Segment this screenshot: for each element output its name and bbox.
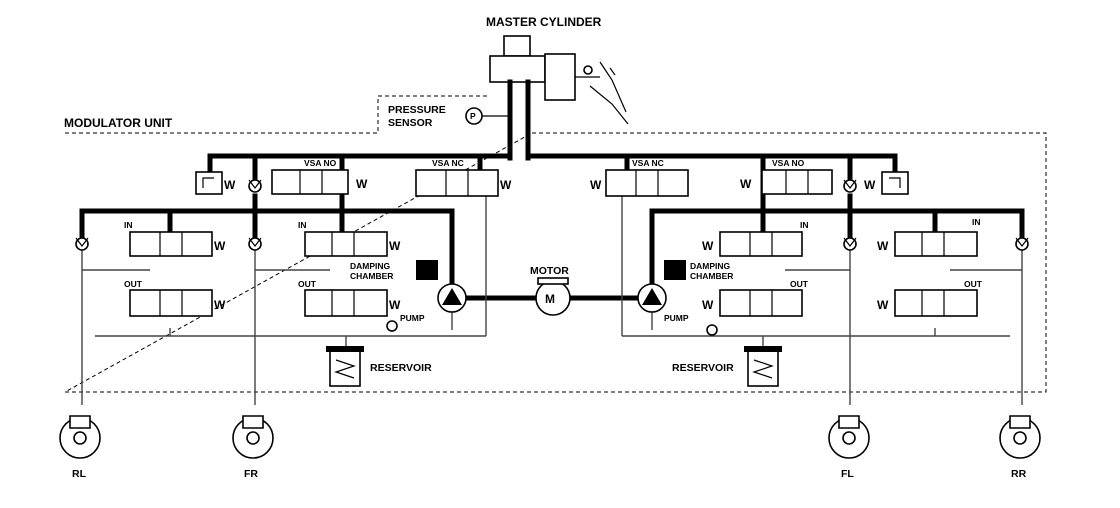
damping-chamber-left	[416, 260, 438, 280]
check-valves	[75, 179, 1029, 336]
valve-spring: W	[702, 239, 714, 253]
valve-right-in-1: W	[702, 231, 803, 257]
valve-spring: W	[877, 239, 889, 253]
reservoir-label-left: RESERVOIR	[370, 362, 432, 374]
reservoir-right	[744, 346, 782, 387]
pump-left	[437, 283, 467, 313]
chamber-label-left: CHAMBER	[350, 271, 393, 281]
wheel-label-fr: FR	[244, 468, 258, 480]
damping-label-right: DAMPING	[690, 261, 731, 271]
in-label-1: IN	[124, 220, 133, 230]
sensor-label: SENSOR	[388, 117, 433, 129]
valve-spring: W	[864, 178, 876, 192]
pressure-label: PRESSURE	[388, 104, 446, 116]
valve-left-in-1: W	[129, 231, 226, 257]
valve-spring: W	[389, 298, 401, 312]
wheel-label-rl: RL	[72, 468, 87, 480]
wheel-label-rr: RR	[1011, 468, 1027, 480]
pump-label-left: PUMP	[400, 313, 425, 323]
valve-spring: W	[500, 178, 512, 192]
valve-right-vsa-no: W	[740, 169, 833, 195]
motor	[535, 277, 571, 316]
valve-right-relief: W	[864, 171, 909, 195]
vsa-nc-label-left: VSA NC	[432, 158, 464, 168]
valve-right-out-2: W	[877, 289, 978, 317]
valve-left-in-2: W	[304, 231, 401, 257]
motor-symbol: M	[545, 292, 555, 306]
valve-spring: W	[702, 298, 714, 312]
reservoir-left	[326, 346, 364, 387]
in-label-4: IN	[972, 217, 981, 227]
wheel-label-fl: FL	[841, 468, 854, 480]
wheel-fl	[828, 415, 870, 459]
modulator-unit-outline	[63, 95, 1047, 393]
valve-left-vsa-no: W	[271, 169, 368, 195]
return-lines	[81, 196, 1023, 405]
wheel-fr	[232, 415, 274, 459]
damping-label-left: DAMPING	[350, 261, 391, 271]
vsa-nc-label-right: VSA NC	[632, 158, 664, 168]
in-label-3: IN	[800, 220, 809, 230]
valve-spring: W	[214, 239, 226, 253]
in-label-2: IN	[298, 220, 307, 230]
damping-chamber-right	[664, 260, 686, 280]
valve-left-relief: W	[195, 171, 236, 195]
valve-right-out-1: W	[702, 289, 803, 317]
valve-left-out-2: W	[304, 289, 401, 317]
valve-spring: W	[224, 178, 236, 192]
chamber-label-right: CHAMBER	[690, 271, 733, 281]
pump-right	[637, 283, 667, 313]
valve-spring: W	[740, 177, 752, 191]
wheel-rr	[999, 415, 1041, 459]
valve-spring: W	[877, 298, 889, 312]
out-label-1: OUT	[124, 279, 143, 289]
pressure-sensor: P	[465, 107, 510, 125]
valve-spring: W	[389, 239, 401, 253]
out-label-4: OUT	[964, 279, 983, 289]
motor-label: MOTOR	[530, 265, 569, 277]
vsa-no-label-left: VSA NO	[304, 158, 337, 168]
out-label-3: OUT	[790, 279, 809, 289]
reservoir-label-right: RESERVOIR	[672, 362, 734, 374]
valve-left-out-1: W	[129, 289, 226, 317]
wheel-rl	[59, 415, 101, 459]
valve-spring: W	[214, 298, 226, 312]
valve-spring: W	[356, 177, 368, 191]
valve-right-in-2: W	[877, 231, 978, 257]
pump-label-right: PUMP	[664, 313, 689, 323]
valve-spring: W	[590, 178, 602, 192]
master-cylinder	[489, 35, 629, 125]
master-cylinder-label: MASTER CYLINDER	[486, 15, 602, 29]
pressure-sensor-symbol: P	[470, 111, 476, 121]
vsa-no-label-right: VSA NO	[772, 158, 805, 168]
out-label-2: OUT	[298, 279, 317, 289]
modulator-unit-label: MODULATOR UNIT	[64, 116, 173, 130]
valve-left-vsa-nc: W	[415, 169, 512, 197]
valve-right-vsa-nc: W	[590, 169, 689, 197]
